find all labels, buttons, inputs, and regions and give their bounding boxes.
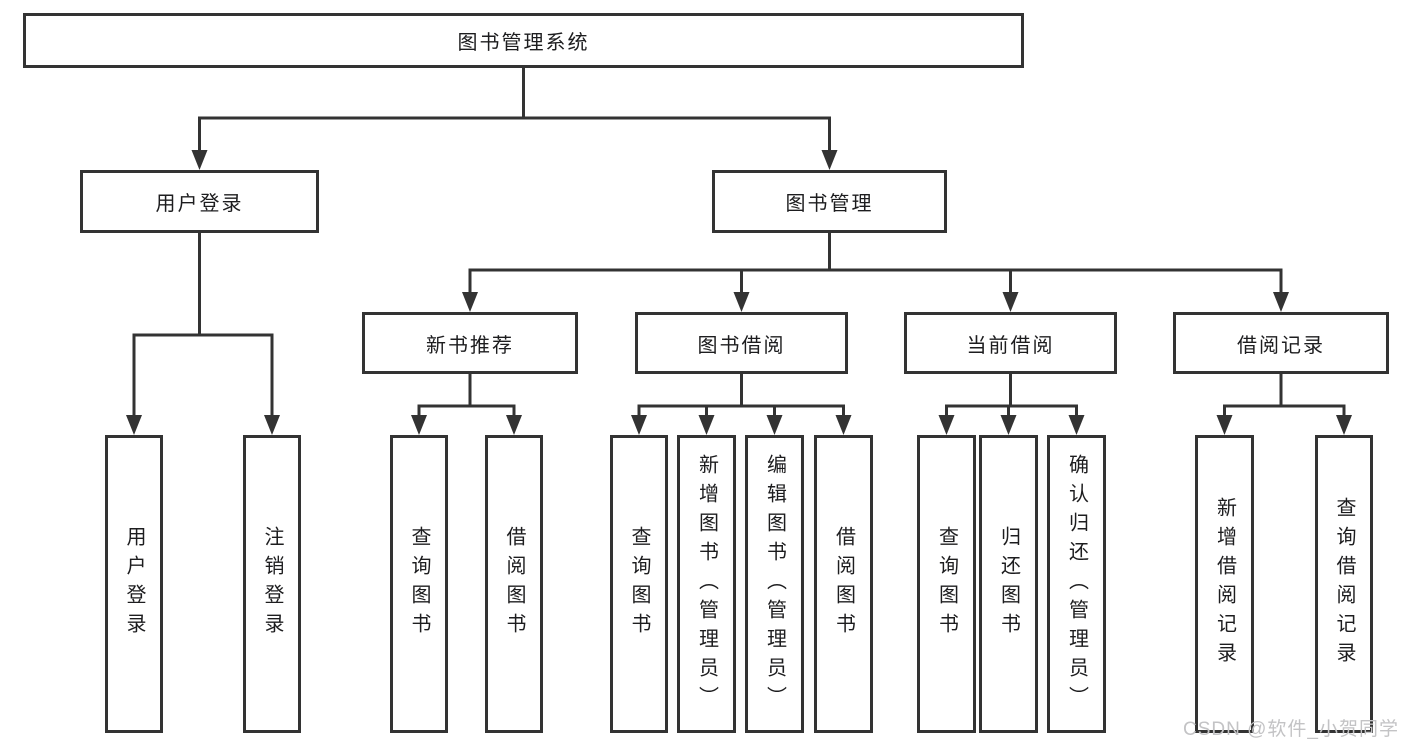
connector-root-to-level2 xyxy=(198,68,831,151)
node-current-borrowing: 当前借阅 xyxy=(904,312,1117,374)
connector-user-login-to-leaves xyxy=(132,233,274,416)
node-label: 查询图书 xyxy=(408,526,430,642)
node-label: 归还图书 xyxy=(997,526,1020,642)
leaf-newbook-borrow-books: 借阅图书 xyxy=(485,435,543,733)
node-label: 借阅记录 xyxy=(1237,334,1325,357)
leaf-borrow-borrow-books: 借阅图书 xyxy=(814,435,873,733)
node-new-book-recommendation: 新书推荐 xyxy=(362,312,578,374)
arrow-down xyxy=(506,415,522,435)
connector-book-mgmt-to-level3 xyxy=(468,233,1283,293)
arrowheads xyxy=(126,150,1352,435)
leaf-records-add-record: 新增借阅记录 xyxy=(1195,435,1254,733)
arrow-down xyxy=(462,292,478,312)
node-label: 编辑图书（管理员） xyxy=(763,453,786,715)
arrow-down xyxy=(1000,415,1017,435)
node-label: 新增借阅记录 xyxy=(1213,497,1236,671)
node-label: 图书管理系统 xyxy=(457,32,590,54)
node-user-login-branch: 用户登录 xyxy=(80,170,319,233)
arrow-down xyxy=(191,150,208,170)
node-label: 新增图书（管理员） xyxy=(695,453,718,715)
node-label: 注销登录 xyxy=(261,526,283,642)
arrow-down xyxy=(766,415,783,435)
arrow-down xyxy=(1216,415,1233,435)
node-label: 查询借阅记录 xyxy=(1333,497,1355,671)
node-label: 确认归还（管理员） xyxy=(1065,453,1088,715)
arrow-down xyxy=(698,415,715,435)
csdn-watermark: CSDN @软件_小贺同学 xyxy=(1183,719,1399,740)
arrow-down xyxy=(631,415,647,435)
arrow-down xyxy=(264,415,280,435)
leaf-current-return-books: 归还图书 xyxy=(979,435,1038,733)
node-label: 查询图书 xyxy=(628,526,650,642)
node-label: 用户登录 xyxy=(155,193,244,215)
leaf-logout: 注销登录 xyxy=(243,435,301,733)
node-root-system: 图书管理系统 xyxy=(23,13,1024,68)
leaf-user-login: 用户登录 xyxy=(105,435,163,733)
arrow-down xyxy=(821,150,838,170)
leaf-newbook-query-books: 查询图书 xyxy=(390,435,448,733)
arrow-down xyxy=(411,415,427,435)
connector-records-to-leaves xyxy=(1223,374,1346,416)
leaf-records-query-record: 查询借阅记录 xyxy=(1315,435,1373,733)
node-label: 借阅图书 xyxy=(832,526,855,642)
node-label: 图书借阅 xyxy=(697,334,786,357)
leaf-current-query-books: 查询图书 xyxy=(917,435,976,733)
connector-borrowing-to-leaves xyxy=(637,374,845,416)
node-book-borrowing: 图书借阅 xyxy=(635,312,848,374)
arrow-down xyxy=(1336,415,1352,435)
node-label: 新书推荐 xyxy=(426,334,514,357)
leaf-current-confirm-return-admin: 确认归还（管理员） xyxy=(1047,435,1106,733)
node-book-management: 图书管理 xyxy=(712,170,947,233)
arrow-down xyxy=(938,415,955,435)
leaf-borrow-edit-books-admin: 编辑图书（管理员） xyxy=(745,435,804,733)
node-label: 用户登录 xyxy=(123,526,145,642)
node-label: 查询图书 xyxy=(935,526,958,642)
node-borrowing-records: 借阅记录 xyxy=(1173,312,1389,374)
arrow-down xyxy=(1068,415,1085,435)
connector-current-to-leaves xyxy=(945,374,1078,416)
node-label: 当前借阅 xyxy=(966,334,1055,357)
arrow-down xyxy=(835,415,852,435)
arrow-down xyxy=(733,292,750,312)
arrow-down xyxy=(1002,292,1019,312)
node-label: 借阅图书 xyxy=(503,526,525,642)
arrow-down xyxy=(1273,292,1289,312)
leaf-borrow-query-books: 查询图书 xyxy=(610,435,668,733)
connector-new-book-to-leaves xyxy=(417,374,516,416)
arrow-down xyxy=(126,415,142,435)
leaf-borrow-add-books-admin: 新增图书（管理员） xyxy=(677,435,736,733)
node-label: 图书管理 xyxy=(785,193,874,215)
